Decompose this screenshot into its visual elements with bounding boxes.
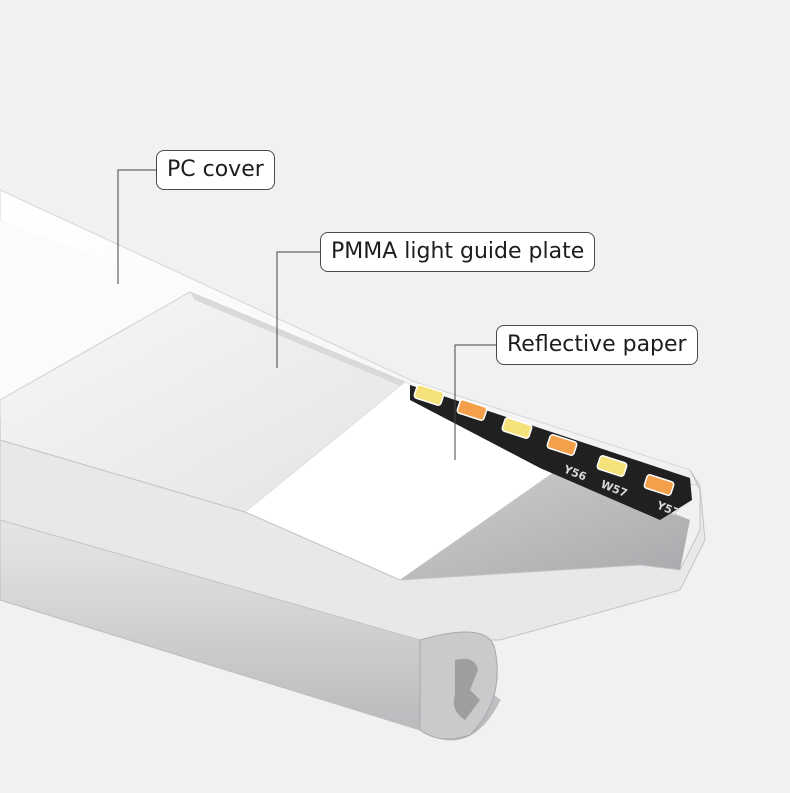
pc-cover-face	[0, 220, 190, 400]
reflective-paper-label: Reflective paper	[496, 325, 698, 365]
led-chip	[546, 434, 578, 456]
led-chip	[413, 384, 445, 406]
led-chip	[456, 399, 488, 421]
pmma-light-guide-plate-label: PMMA light guide plate	[320, 232, 596, 272]
pc-cover-leader	[117, 169, 156, 284]
reflective-paper-leader	[454, 344, 496, 460]
led-chip	[501, 417, 533, 439]
pmma-edge	[190, 292, 410, 390]
pc-cover-label: PC cover	[156, 150, 275, 190]
led-chip	[643, 474, 675, 496]
profile-slot	[453, 658, 480, 720]
pmma-leader	[276, 251, 320, 368]
led-chip	[596, 455, 628, 477]
